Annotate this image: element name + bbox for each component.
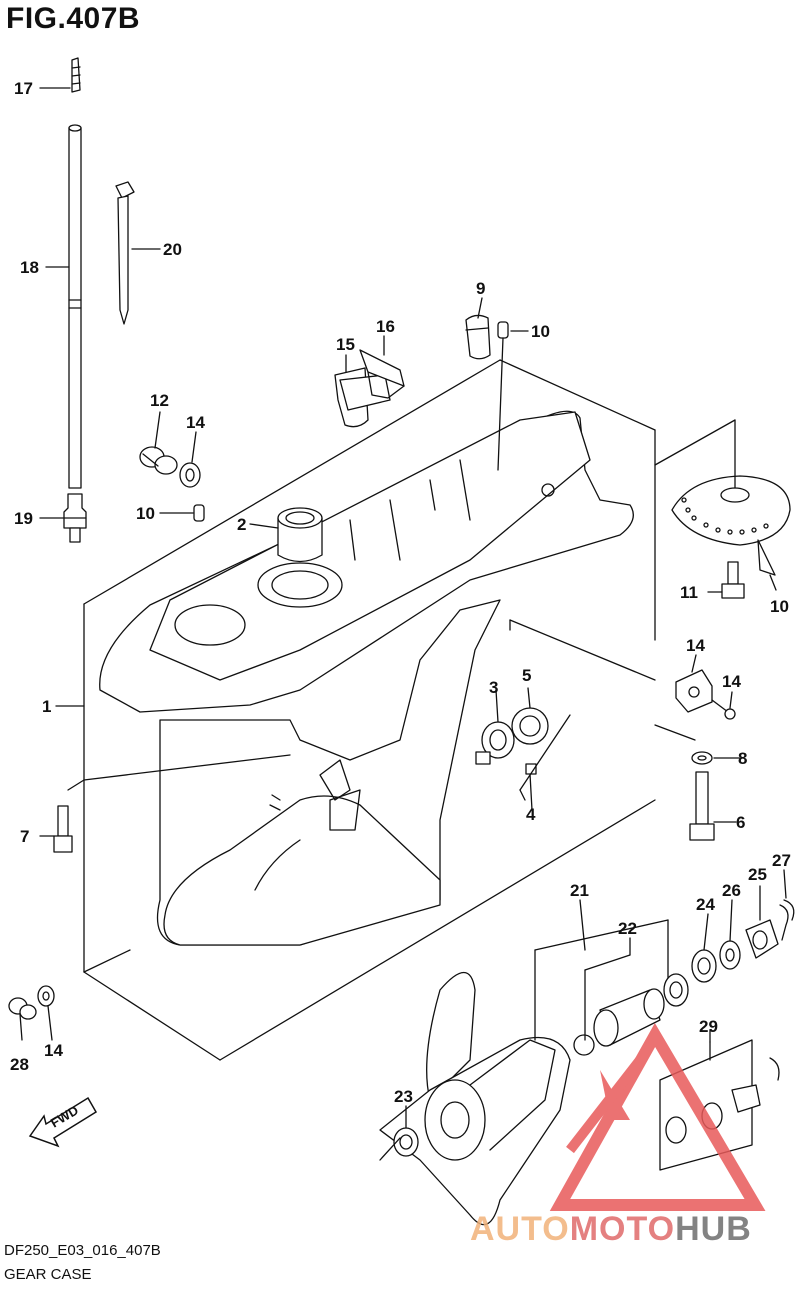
watermark-logo: AUTOMOTOHUB <box>470 1022 766 1248</box>
part-22-cable-tie <box>115 181 135 325</box>
part-21-fitting <box>63 493 87 543</box>
part-1-gear-case <box>67 359 656 1061</box>
watermark-hub: HUB <box>675 1210 752 1248</box>
callout-26: 24 <box>696 895 715 914</box>
callout-30: 28 <box>10 1055 29 1074</box>
watermark-moto: MOTO <box>570 1210 675 1248</box>
watermark-text: AUTOMOTOHUB <box>470 1210 752 1248</box>
forward-arrow-icon: FWD <box>28 1096 98 1148</box>
callout-18: 16 <box>376 317 395 336</box>
part-8-washer <box>691 751 713 765</box>
part-3-seal-housing <box>475 721 515 765</box>
part-27-nut <box>745 919 779 959</box>
part-5-bearing <box>511 707 549 745</box>
part-10-dowel-left <box>193 504 205 522</box>
part-14-washer-top <box>179 462 201 488</box>
callout-9: 9 <box>476 279 485 298</box>
callout-25: 23 <box>394 1087 413 1106</box>
callout-28: 26 <box>722 881 741 900</box>
callout-16: 14 <box>722 672 741 691</box>
part-29-cotter-pin <box>779 899 795 941</box>
watermark-auto: AUTO <box>470 1210 570 1248</box>
figure-code: DF250_E03_016_407B <box>4 1242 161 1259</box>
part-13-plug <box>139 446 178 475</box>
callout-15: 14 <box>686 636 705 655</box>
part-12-bolt <box>721 561 745 599</box>
callout-10-left: 10 <box>136 504 155 523</box>
part-20-shift-rod <box>68 124 82 489</box>
callout-3: 3 <box>489 678 498 697</box>
callout-13: 12 <box>150 391 169 410</box>
part-28-washer <box>719 940 741 970</box>
part-30-plug <box>8 997 37 1020</box>
callout-4: 4 <box>526 805 536 824</box>
callout-7: 7 <box>20 827 29 846</box>
callout-19: 17 <box>14 79 33 98</box>
callout-29: 27 <box>772 851 791 870</box>
callout-labels: 17 18 20 9 10 15 16 12 14 10 19 2 11 10 … <box>10 79 791 1106</box>
callout-14-top: 14 <box>186 413 205 432</box>
part-14-washer-bottom <box>37 985 55 1007</box>
callout-14-bottom: 14 <box>44 1041 63 1060</box>
callout-5: 5 <box>522 666 531 685</box>
callout-27: 25 <box>748 865 767 884</box>
callout-22: 20 <box>163 240 182 259</box>
part-7-bolt <box>53 805 73 853</box>
callout-17: 15 <box>336 335 355 354</box>
callout-11: 10 <box>770 597 789 616</box>
part-17-cover <box>334 367 391 428</box>
part-23-propeller <box>379 919 669 1226</box>
part-19-pin <box>71 57 81 93</box>
callout-1: 1 <box>42 697 51 716</box>
figure-name: GEAR CASE <box>4 1266 92 1283</box>
part-6-bolt <box>689 771 715 841</box>
callout-21: 19 <box>14 509 33 528</box>
part-2-bushing <box>277 507 323 563</box>
callout-6: 6 <box>736 813 745 832</box>
figure-title: FIG.407B <box>6 2 141 35</box>
part-11-trim-tab <box>654 419 791 576</box>
part-9-grommet <box>465 314 491 360</box>
part-15-anode <box>675 669 713 713</box>
part-24-spacer <box>573 954 665 1056</box>
part-26-washer <box>691 949 717 983</box>
part-washer-ring <box>663 973 689 1007</box>
callout-23: 21 <box>570 881 589 900</box>
part-18-seal <box>359 349 405 399</box>
callout-20: 18 <box>20 258 39 277</box>
part-25-bushing <box>379 1127 419 1161</box>
callout-24: 22 <box>618 919 637 938</box>
callout-12: 11 <box>680 583 698 602</box>
part-10-dowel-right <box>497 321 509 339</box>
callout-10-top: 10 <box>531 322 550 341</box>
callout-8: 8 <box>738 749 747 768</box>
callout-31: 29 <box>699 1017 718 1036</box>
callout-2: 2 <box>237 515 246 534</box>
part-16-screw <box>711 699 736 720</box>
